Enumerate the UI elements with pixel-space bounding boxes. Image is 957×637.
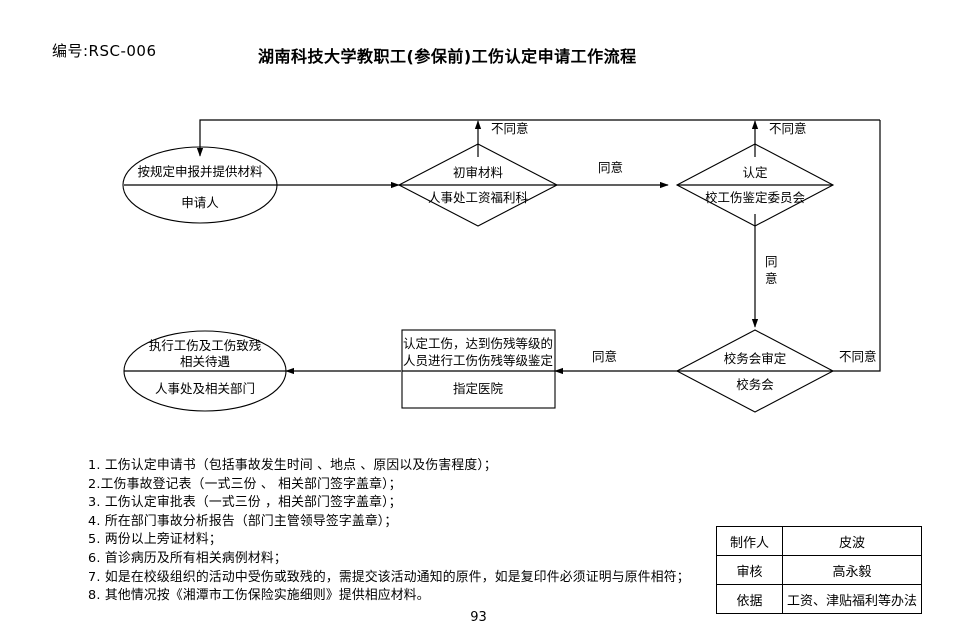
edge-label-school-meeting-agree: 同意 — [592, 349, 617, 364]
note-item: 1. 工伤认定申请书（包括事故发生时间 、地点 、原因以及伤害程度）； — [88, 458, 497, 473]
note-item: 5. 两份以上旁证材料； — [88, 532, 222, 548]
note-item: 6. 首诊病历及所有相关病例材料； — [88, 550, 287, 566]
table-cell-value: 高永毅 — [781, 555, 923, 585]
node-school-meeting: 校务会审定 校务会 — [675, 329, 835, 413]
requirements-notes-list: 1. 工伤认定申请书（包括事故发生时间 、地点 、原因以及伤害程度）； 2.工伤… — [88, 457, 708, 606]
table-cell-key: 制作人 — [716, 526, 783, 556]
connector-school-meeting-reject — [833, 120, 881, 372]
table-row: 审核 高永毅 — [716, 555, 923, 585]
edge-label-determination-reject: 不同意 — [769, 121, 807, 136]
node-determination-top-label: 认定 — [742, 165, 767, 180]
node-hospital-appraisal-bottom-label: 指定医院 — [453, 381, 504, 396]
node-school-meeting-top-label: 校务会审定 — [724, 351, 787, 366]
note-item: 3. 工伤认定审批表（一式三份 ，相关部门签字盖章）； — [88, 495, 402, 511]
edge-label-first-review-reject: 不同意 — [491, 121, 529, 136]
table-cell-key: 依据 — [716, 584, 783, 614]
table-cell-value: 工资、津贴福利等办法 — [781, 584, 923, 614]
edge-label-determination-agree-char2: 意 — [765, 271, 778, 286]
connector-reject-return-bus — [196, 119, 880, 157]
node-determination-bottom-label: 校工伤鉴定委员会 — [705, 190, 806, 205]
node-applicant-bottom-label: 申请人 — [181, 195, 219, 210]
document-number: 编号:RSC-006 — [52, 42, 157, 60]
node-first-review-top-label: 初审材料 — [453, 165, 504, 180]
node-execute-benefits-bottom-label: 人事处及相关部门 — [155, 381, 255, 396]
page-title: 湖南科技大学教职工(参保前)工伤认定申请工作流程 — [258, 47, 637, 66]
node-first-review-bottom-label: 人事处工资福利科 — [428, 190, 529, 205]
node-execute-benefits-top-label-line1: 执行工伤及工伤致残 — [149, 338, 262, 353]
signature-table: 制作人 皮波 审核 高永毅 依据 工资、津贴福利等办法 — [716, 526, 923, 614]
node-execute-benefits-top-label-line2: 相关待遇 — [180, 354, 230, 369]
note-item: 4. 所在部门事故分析报告（部门主管领导签字盖章）； — [88, 513, 398, 529]
page-number: 93 — [470, 610, 487, 625]
table-cell-key: 审核 — [716, 555, 783, 585]
node-execute-benefits: 执行工伤及工伤致残 相关待遇 人事处及相关部门 — [123, 330, 287, 412]
edge-label-determination-agree-char1: 同 — [765, 254, 778, 269]
table-row: 依据 工资、津贴福利等办法 — [716, 584, 923, 614]
node-hospital-appraisal-top-label-line2: 人员进行工伤伤残等级鉴定 — [403, 353, 553, 368]
edge-label-first-review-agree: 同意 — [598, 160, 623, 175]
note-item: 2.工伤事故登记表（一式三份 、 相关部门签字盖章）； — [88, 476, 402, 492]
node-hospital-appraisal: 认定工伤，达到伤残等级的 人员进行工伤伤残等级鉴定 指定医院 — [401, 329, 556, 409]
node-hospital-appraisal-top-label-line1: 认定工伤，达到伤残等级的 — [403, 336, 553, 351]
node-applicant-top-label: 按规定申报并提供材料 — [137, 164, 263, 179]
node-first-review: 初审材料 人事处工资福利科 — [397, 143, 559, 227]
note-item: 8. 其他情况按《湘潭市工伤保险实施细则》提供相应材料。 — [88, 588, 430, 604]
table-row: 制作人 皮波 — [716, 526, 923, 556]
note-item: 7. 如是在校级组织的活动中受伤或致残的，需提交该活动通知的原件，如是复印件必须… — [88, 569, 690, 585]
node-school-meeting-bottom-label: 校务会 — [736, 377, 774, 392]
node-applicant: 按规定申报并提供材料 申请人 — [122, 146, 278, 224]
table-cell-value: 皮波 — [781, 526, 923, 556]
edge-label-school-meeting-reject: 不同意 — [839, 349, 877, 364]
node-determination: 认定 校工伤鉴定委员会 — [675, 143, 835, 227]
